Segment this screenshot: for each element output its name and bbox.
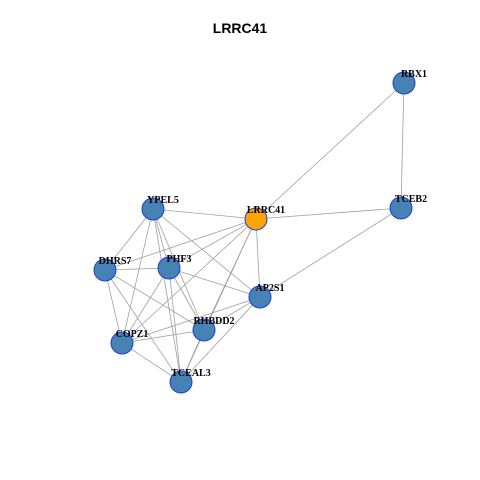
edge-lrrc41-tceb2 <box>255 207 402 220</box>
node-lrrc41 <box>244 207 268 231</box>
node-label-tceal3: TCEAL3 <box>171 368 210 379</box>
node-ypel5 <box>141 197 165 221</box>
node-label-ypel5: YPEL5 <box>147 195 179 206</box>
edge-ypel5-ap2s1 <box>152 208 261 298</box>
node-phf3 <box>157 256 181 280</box>
edge-dhrs7-rhbdd2 <box>104 269 205 331</box>
edge-phf3-rhbdd2 <box>168 267 205 331</box>
node-label-lrrc41: LRRC41 <box>247 205 285 216</box>
node-label-rhbdd2: RHBDD2 <box>193 316 234 327</box>
node-rhbdd2 <box>192 318 216 342</box>
edge-lrrc41-ap2s1 <box>255 218 261 298</box>
edge-rbx1-tceb2 <box>400 82 405 209</box>
edge-phf3-copz1 <box>121 267 170 344</box>
node-rbx1 <box>392 71 416 95</box>
nodes-layer <box>93 71 416 394</box>
edge-rhbdd2-copz1 <box>121 329 205 344</box>
edge-dhrs7-copz1 <box>104 269 123 344</box>
graph-title: LRRC41 <box>212 20 268 36</box>
edge-rbx1-lrrc41 <box>255 82 405 220</box>
edge-tceb2-ap2s1 <box>259 207 402 298</box>
node-label-tceb2: TCEB2 <box>395 194 427 205</box>
edge-lrrc41-phf3 <box>168 218 257 269</box>
edge-lrrc41-ypel5 <box>152 208 257 220</box>
node-label-phf3: PHF3 <box>167 254 192 265</box>
node-ap2s1 <box>248 285 272 309</box>
node-label-ap2s1: AP2S1 <box>256 283 285 294</box>
node-dhrs7 <box>93 258 117 282</box>
edge-phf3-ap2s1 <box>168 267 261 298</box>
node-tceal3 <box>169 370 193 394</box>
edge-dhrs7-tceal3 <box>104 269 182 383</box>
node-label-rbx1: RBX1 <box>401 69 427 80</box>
node-label-dhrs7: DHRS7 <box>99 256 132 267</box>
edge-lrrc41-dhrs7 <box>104 218 257 271</box>
edges-layer <box>104 82 405 383</box>
edge-ypel5-copz1 <box>121 208 154 344</box>
edge-ypel5-dhrs7 <box>104 208 154 271</box>
node-tceb2 <box>389 196 413 220</box>
edge-ap2s1-copz1 <box>121 296 261 344</box>
node-label-copz1: COPZ1 <box>116 329 149 340</box>
edge-ypel5-tceal3 <box>152 208 182 383</box>
edge-lrrc41-copz1 <box>121 218 257 344</box>
edge-ap2s1-tceal3 <box>180 296 261 383</box>
edge-copz1-tceal3 <box>121 342 182 383</box>
edge-lrrc41-tceal3 <box>180 218 257 383</box>
node-copz1 <box>110 331 134 355</box>
